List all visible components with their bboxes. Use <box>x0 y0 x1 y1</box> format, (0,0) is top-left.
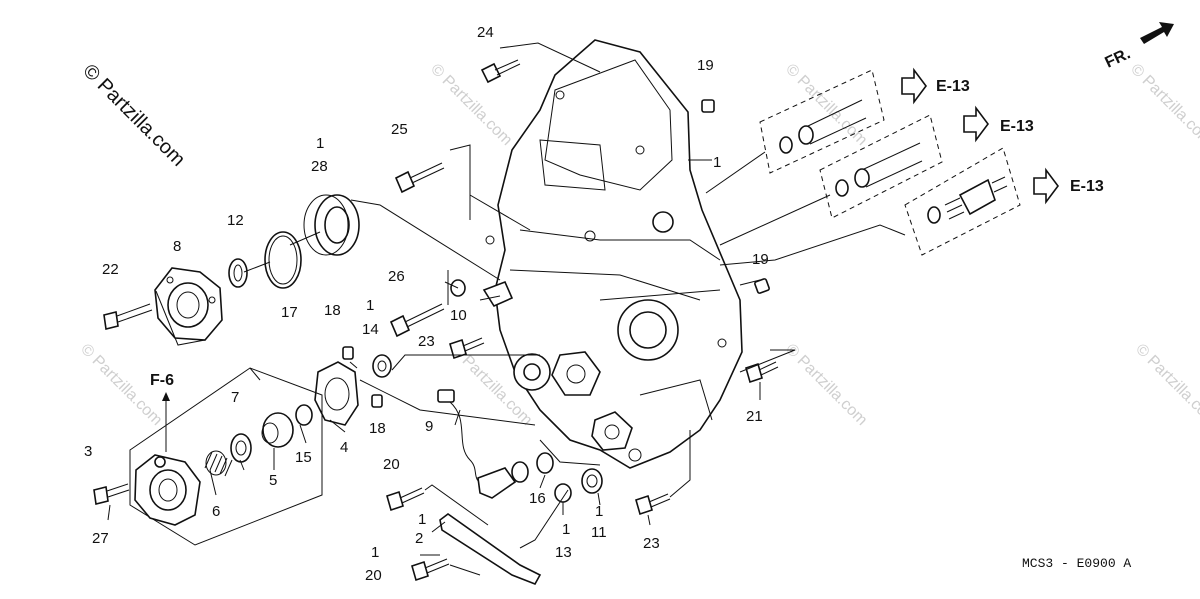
o-ring-17-drawing <box>264 231 302 289</box>
bolt-25-drawing <box>394 162 445 194</box>
bolt-23-upper-drawing <box>449 337 485 360</box>
callout-4: 4 <box>340 439 348 456</box>
callout-1-clamp: 1 <box>418 511 426 528</box>
callout-27: 27 <box>92 530 109 547</box>
callout-3: 3 <box>84 443 92 460</box>
leader-lines <box>107 42 906 576</box>
callout-11: 11 <box>591 524 607 541</box>
watermark-faint-1: © Partzilla.com <box>427 61 515 149</box>
bolt-26-drawing <box>389 303 445 338</box>
callout-28: 28 <box>311 158 328 175</box>
bolt-27-drawing <box>93 483 130 505</box>
reference-e13-3: E-13 <box>1070 178 1104 195</box>
callout-1-main: 1 <box>713 154 721 171</box>
bolt-20-upper-drawing <box>386 487 425 512</box>
callout-23-lower: 23 <box>643 535 660 552</box>
watermark-main: © Partzilla.com <box>78 60 189 171</box>
callout-18-lower: 18 <box>369 420 386 437</box>
bracket-drawing <box>482 280 514 308</box>
plunger-5-drawing <box>261 412 294 448</box>
e13-arrow-2 <box>963 105 989 143</box>
reference-e13-2: E-13 <box>1000 118 1034 135</box>
callout-21: 21 <box>746 408 763 425</box>
reference-f6: F-6 <box>150 372 174 389</box>
callout-10: 10 <box>450 307 467 324</box>
dowel-18-upper-drawing <box>342 346 354 360</box>
bolt-24-drawing <box>480 59 521 84</box>
diagram-code: MCS3 - E0900 A <box>1022 556 1131 571</box>
bolt-23-lower-drawing <box>635 493 671 516</box>
dowel-pin-upper <box>701 99 715 113</box>
e13-group-1 <box>759 67 927 174</box>
callout-18-upper: 18 <box>324 302 341 319</box>
bolt-21-drawing <box>745 361 779 384</box>
cover-3-drawing <box>134 454 201 526</box>
callout-1-bolt-20: 1 <box>371 544 379 561</box>
bearing-14-drawing <box>372 354 392 378</box>
callout-5: 5 <box>269 472 277 489</box>
callout-1-washer-13: 1 <box>562 521 570 538</box>
callout-13: 13 <box>555 544 572 561</box>
collar-11-drawing <box>581 468 603 494</box>
callout-6: 6 <box>212 503 220 520</box>
callout-17: 17 <box>281 304 298 321</box>
callout-19-upper: 19 <box>697 57 714 74</box>
watermark-faint-6: © Partzilla.com <box>782 341 870 429</box>
callout-23-upper: 23 <box>418 333 435 350</box>
callout-9: 9 <box>425 418 433 435</box>
sensor-9-drawing <box>437 389 529 499</box>
callout-7: 7 <box>231 389 239 406</box>
watermark-faint-7: © Partzilla.com <box>1132 341 1200 429</box>
reference-e13-1: E-13 <box>936 78 970 95</box>
callout-19-lower: 19 <box>752 251 769 268</box>
e13-group-2 <box>819 105 989 219</box>
callout-15: 15 <box>295 449 312 466</box>
spring-6-drawing <box>204 450 233 477</box>
callout-25: 25 <box>391 121 408 138</box>
callout-26: 26 <box>388 268 405 285</box>
callout-20-upper: 20 <box>383 456 400 473</box>
callout-1-bearing: 1 <box>316 135 324 152</box>
callout-20-lower: 20 <box>365 567 382 584</box>
clamp-2-drawing <box>439 513 542 585</box>
callout-1-collar: 1 <box>595 503 603 520</box>
crankcase-cover-drawing <box>485 39 743 469</box>
housing-8-drawing <box>154 267 223 341</box>
callout-16: 16 <box>529 490 546 507</box>
front-direction-label: FR. <box>1103 45 1134 71</box>
dowel-18-lower-drawing <box>371 394 383 408</box>
bolt-20-lower-drawing <box>411 558 450 582</box>
seal-15-drawing <box>295 404 313 426</box>
e13-group-3 <box>904 147 1059 256</box>
e13-arrow-3 <box>1033 167 1059 205</box>
callout-24: 24 <box>477 24 494 41</box>
watermark-faint-2: © Partzilla.com <box>782 61 870 149</box>
seal-7-drawing <box>230 433 252 463</box>
o-ring-16-drawing <box>536 452 554 474</box>
callout-1-washer: 1 <box>366 297 374 314</box>
washer-13-drawing <box>554 483 572 503</box>
callout-12: 12 <box>227 212 244 229</box>
callout-8: 8 <box>173 238 181 255</box>
seal-12-drawing <box>228 258 248 288</box>
gasket-4-drawing <box>314 361 359 426</box>
bearing-28-drawing <box>303 194 360 256</box>
callout-22: 22 <box>102 261 119 278</box>
bolt-22-drawing <box>103 303 153 330</box>
callout-14: 14 <box>362 321 379 338</box>
e13-arrow-1 <box>901 67 927 105</box>
watermark-faint-3: © Partzilla.com <box>1127 61 1200 149</box>
callout-2: 2 <box>415 530 423 547</box>
